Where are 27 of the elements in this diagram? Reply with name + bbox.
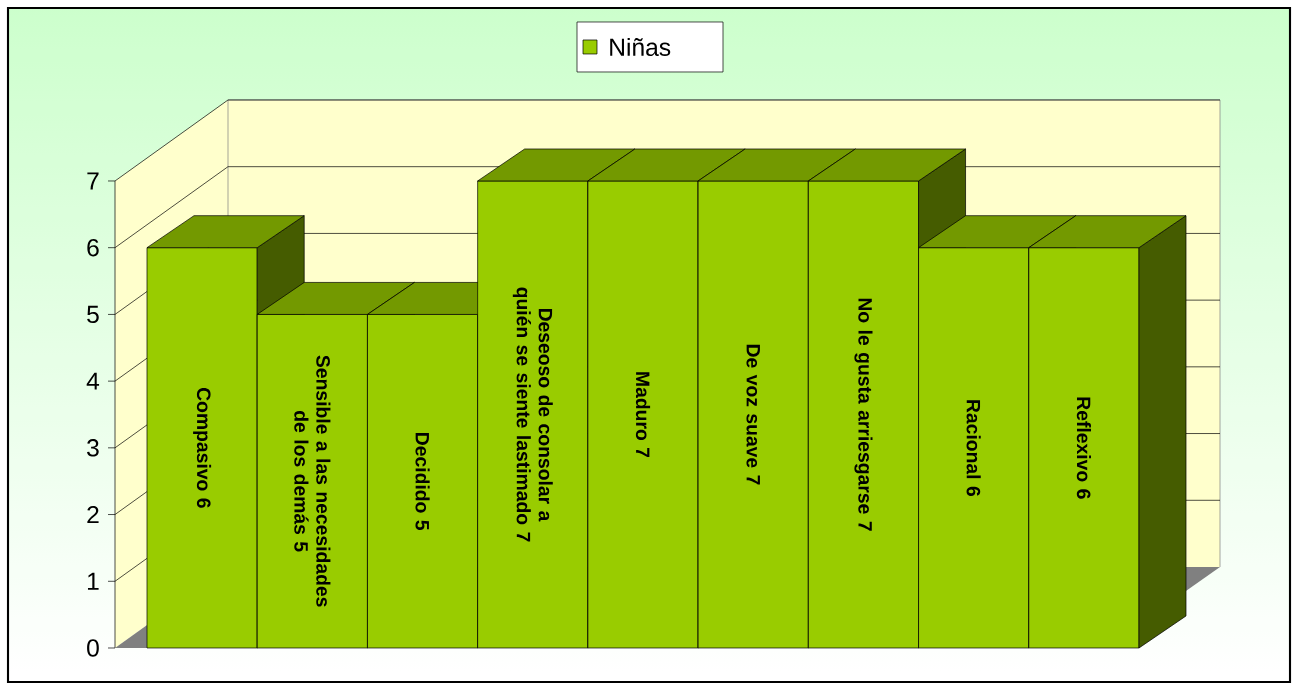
text: 7	[636, 448, 650, 458]
text: 7	[858, 521, 872, 531]
data-label: Maduro 7	[635, 372, 651, 458]
data-label: Reflexivo 6	[1076, 397, 1091, 499]
legend-label: Niñas	[610, 37, 671, 57]
axis-label: 2	[87, 505, 99, 524]
data-label: Decidido 5	[415, 433, 430, 531]
axis-label: 3	[87, 439, 99, 457]
data-label: Racional 6	[966, 400, 981, 496]
legend: Niñas	[576, 21, 724, 73]
axis-label: 4	[86, 372, 100, 390]
axis-label: 5	[87, 305, 99, 324]
text: 6	[966, 486, 981, 497]
axis-label: 0	[87, 639, 99, 657]
data-label: Compasivo 6	[193, 387, 212, 508]
text: 6	[196, 498, 211, 508]
text: 7	[746, 475, 760, 485]
text: 5	[294, 541, 308, 552]
text: 5	[415, 520, 429, 531]
data-label: De voz suave 7	[746, 344, 760, 485]
axis-label: 1	[88, 572, 99, 590]
axis-label: 6	[87, 238, 99, 257]
text: 7	[516, 532, 531, 542]
data-label: No le gusta arriesgarse 7	[854, 298, 873, 531]
data-label: Deseoso de consolar a quién se siente lastimado 7	[512, 287, 553, 542]
text: 6	[1076, 489, 1091, 499]
axis-label: 7	[87, 172, 99, 190]
